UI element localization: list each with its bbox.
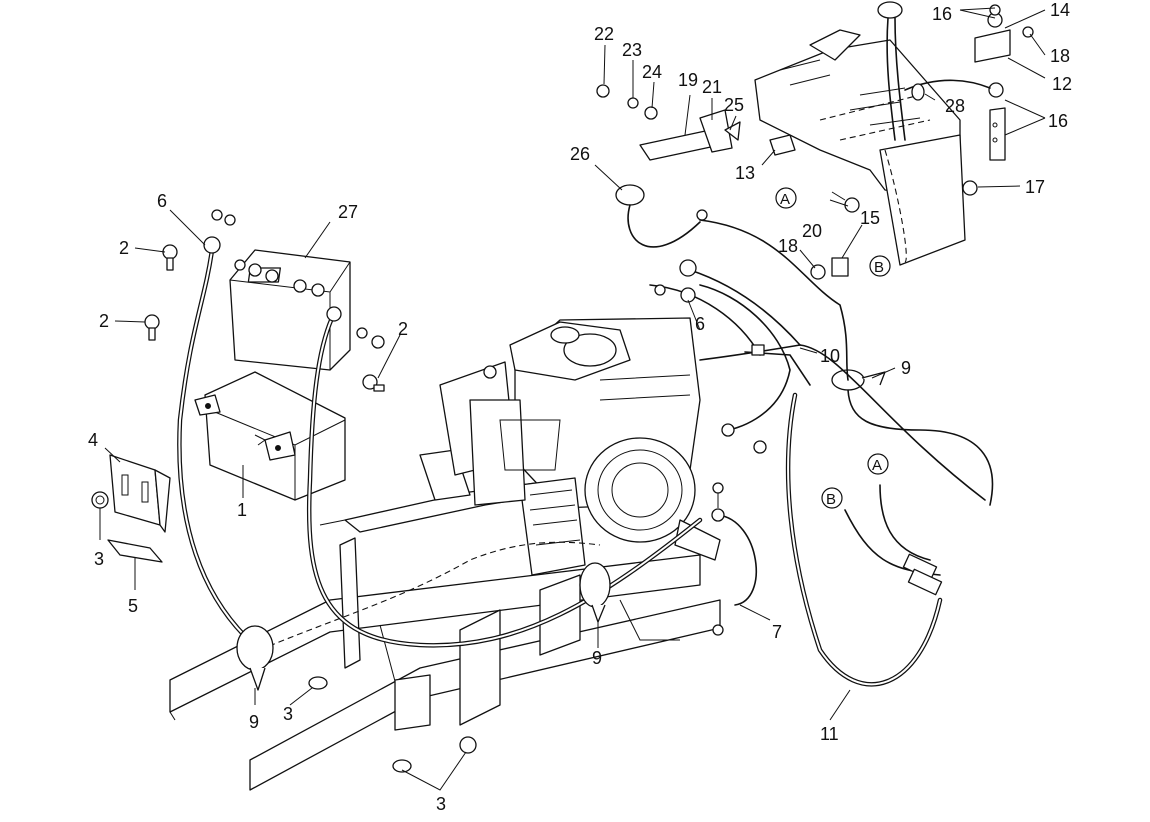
callout-9: 9 xyxy=(592,648,602,668)
rubber-pad xyxy=(107,539,163,563)
callout-17: 17 xyxy=(1025,177,1045,197)
callout-13: 13 xyxy=(735,163,755,183)
ref-circle-B-bottom: B xyxy=(821,487,843,509)
callout-19: 19 xyxy=(678,70,698,90)
cable-clamp-9c xyxy=(831,369,886,391)
engine xyxy=(439,317,721,576)
svg-text:B: B xyxy=(874,259,884,276)
leader-lines xyxy=(99,7,1046,791)
bolt-2c xyxy=(362,374,385,392)
harness-clip-26 xyxy=(615,184,708,248)
ref-circle-B-top: B xyxy=(869,255,891,277)
ref-circle-A-top: A xyxy=(775,187,797,209)
engine-harness xyxy=(649,259,986,501)
key-switch xyxy=(877,1,906,141)
cable-clamp-9a xyxy=(236,625,274,691)
bolt-2b xyxy=(144,314,160,341)
callout-1: 1 xyxy=(237,500,247,520)
battery-cable-negative xyxy=(177,236,263,653)
callout-26: 26 xyxy=(570,144,590,164)
callout-10: 10 xyxy=(820,346,840,366)
clamp-plate xyxy=(109,454,171,533)
callout-20: 20 xyxy=(802,221,822,241)
washer-nut-right xyxy=(356,327,385,349)
callout-3: 3 xyxy=(94,549,104,569)
callout-4: 4 xyxy=(88,430,98,450)
callout-3: 3 xyxy=(436,794,446,814)
nut-3a xyxy=(91,491,109,509)
callout-2: 2 xyxy=(398,319,408,339)
battery-box xyxy=(194,371,346,501)
main-harness xyxy=(785,389,994,687)
ground-cable xyxy=(711,482,757,636)
callout-3: 3 xyxy=(283,704,293,724)
battery-cable-positive xyxy=(306,306,703,648)
callout-labels: 1 2 2 2 3 3 3 4 5 6 6 7 9 9 9 10 11 12 1… xyxy=(88,0,1072,814)
relay-bracket xyxy=(639,109,741,161)
callout-22: 22 xyxy=(594,24,614,44)
nut-3b xyxy=(308,676,328,690)
battery xyxy=(229,249,351,371)
callout-14: 14 xyxy=(1050,0,1070,20)
harness-tie xyxy=(904,79,991,101)
svg-text:B: B xyxy=(826,491,836,508)
washer-nut-top xyxy=(211,209,236,226)
callout-2: 2 xyxy=(119,238,129,258)
callout-23: 23 xyxy=(622,40,642,60)
callout-28: 28 xyxy=(945,96,965,116)
switch-bracket xyxy=(974,4,1034,161)
callout-15: 15 xyxy=(860,208,880,228)
bolt-17 xyxy=(962,180,978,196)
cable-clamp-9b xyxy=(579,562,611,623)
callout-18: 18 xyxy=(778,236,798,256)
fuse-holder xyxy=(769,134,796,156)
callout-25: 25 xyxy=(724,95,744,115)
callout-27: 27 xyxy=(338,202,358,222)
svg-text:A: A xyxy=(872,457,882,474)
cable-hidden-route xyxy=(259,541,601,651)
callout-16: 16 xyxy=(1048,111,1068,131)
callout-18: 18 xyxy=(1050,46,1070,66)
callout-12: 12 xyxy=(1052,74,1072,94)
dash-panel xyxy=(754,29,966,266)
callout-16: 16 xyxy=(932,4,952,24)
callout-6: 6 xyxy=(695,314,705,334)
callout-9: 9 xyxy=(249,712,259,732)
callout-6: 6 xyxy=(157,191,167,211)
callout-2: 2 xyxy=(99,311,109,331)
svg-text:A: A xyxy=(780,191,790,208)
nut-3c xyxy=(392,736,477,773)
callout-9: 9 xyxy=(901,358,911,378)
bolt-22-24 xyxy=(596,84,658,120)
ref-circle-A-bottom: A xyxy=(867,453,889,475)
callout-21: 21 xyxy=(702,77,722,97)
callout-11: 11 xyxy=(820,724,839,744)
callout-5: 5 xyxy=(128,596,138,616)
connector-15 xyxy=(810,257,849,280)
callout-7: 7 xyxy=(772,622,782,642)
dash-wire xyxy=(699,219,849,381)
callout-24: 24 xyxy=(642,62,662,82)
dash-hidden-wire xyxy=(884,149,907,263)
bolt-2a xyxy=(162,244,178,271)
